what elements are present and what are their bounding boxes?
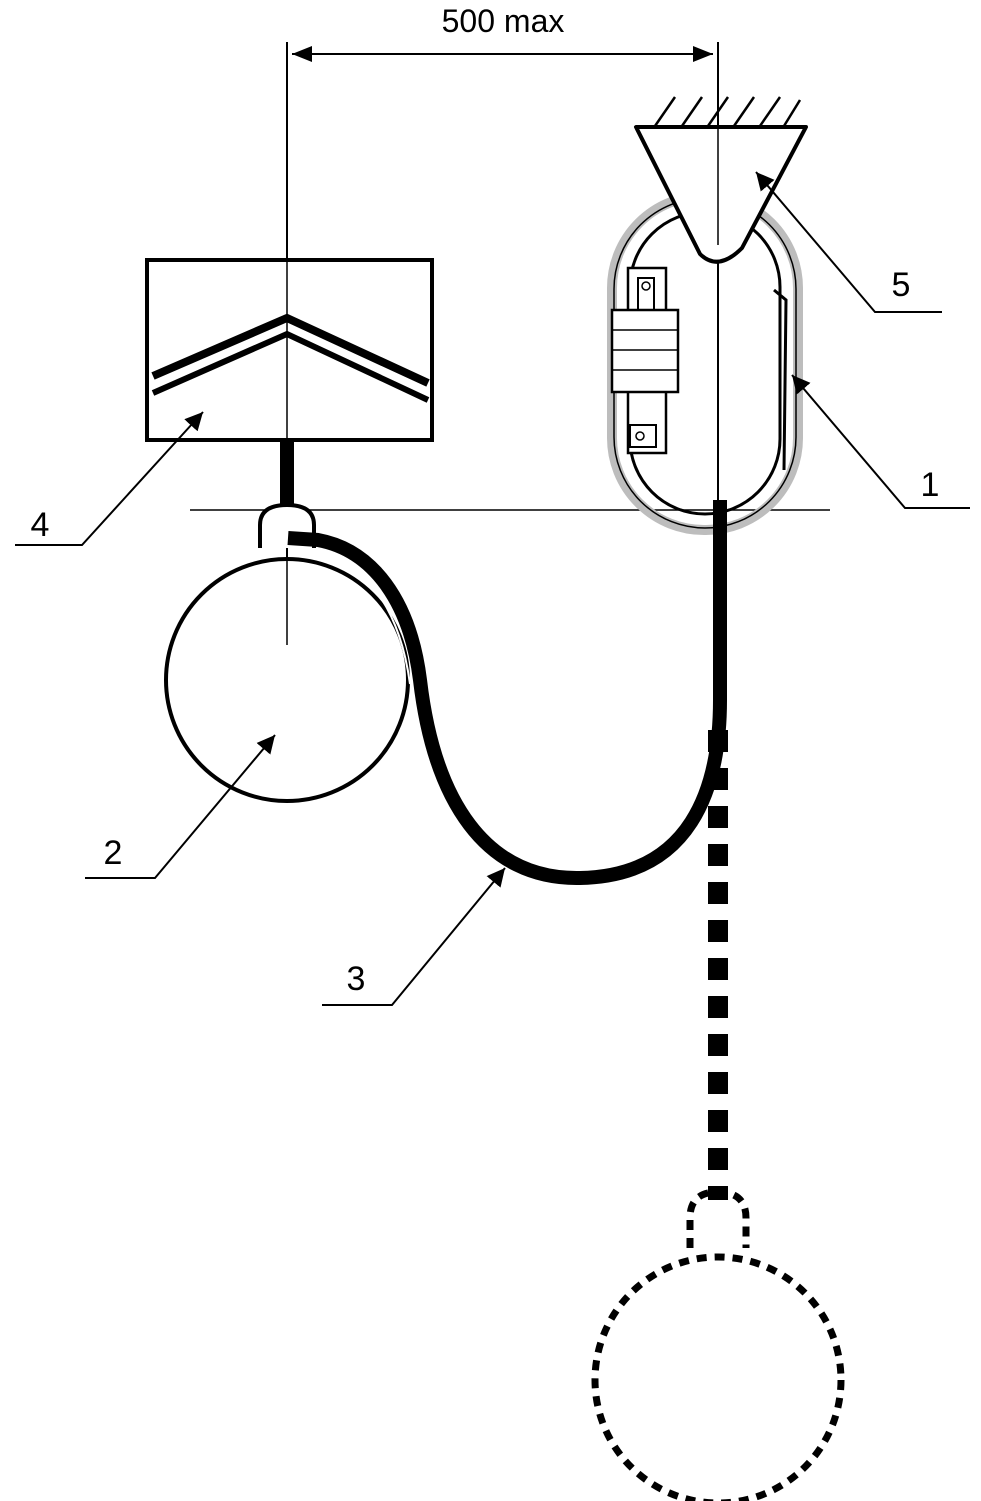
leader-2 (85, 734, 276, 879)
load-cell (145, 258, 434, 442)
leader-lines (15, 171, 970, 1006)
drop-mass (164, 502, 410, 803)
leader-4 (15, 411, 204, 546)
drop-mass-dropped-position (591, 730, 845, 1501)
leader-1 (791, 374, 970, 509)
label-5: 5 (892, 266, 911, 304)
load-cell-rod (280, 440, 294, 508)
lanyard (287, 500, 727, 886)
dimension-text: 500 max (442, 3, 565, 39)
carabiner-gate (610, 266, 680, 455)
label-4: 4 (31, 506, 50, 544)
lanyard-highlight (291, 549, 411, 685)
leader-3 (322, 867, 506, 1006)
label-2: 2 (104, 834, 123, 872)
ceiling-anchor-hatch (653, 96, 802, 127)
anchor-block (634, 125, 808, 264)
label-3: 3 (347, 960, 366, 998)
label-1: 1 (921, 466, 940, 504)
leader-5 (755, 171, 942, 313)
